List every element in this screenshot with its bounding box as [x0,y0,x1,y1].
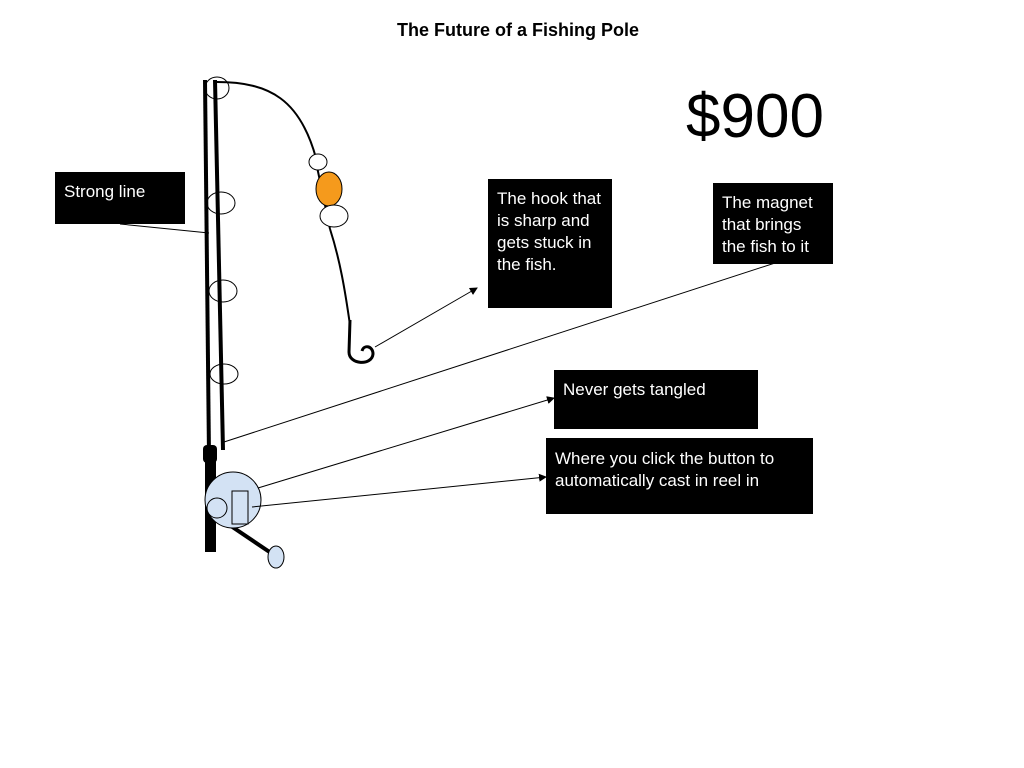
line-guides [204,76,239,385]
label-hook: The hook that is sharp and gets stuck in… [488,179,612,308]
reel [204,471,285,569]
line-guide-4 [209,363,239,385]
price-label: $900 [686,82,824,151]
line-guide-3 [208,279,238,303]
callout-lines [119,223,776,508]
bobber [308,153,349,228]
line-guide-1 [204,76,230,100]
pole-handle-grip [203,445,217,463]
callout-tangled [257,396,555,489]
label-never-tangled: Never gets tangled [554,370,758,429]
reel-knob [206,497,228,519]
slide-title: The Future of a Fishing Pole [396,20,639,40]
callout-strong-line [119,223,210,234]
label-strong-line: Strong line [55,172,185,224]
bobber-orange [315,171,343,207]
line-guide-2 [206,191,236,215]
callout-button [251,473,547,508]
callout-hook [374,287,478,348]
cast-button [231,490,249,525]
fishing-line [216,81,351,326]
callout-magnet [223,262,776,443]
crank-handle [267,545,285,569]
hook-icon [347,319,375,364]
label-magnet: The magnet that brings the fish to it [713,183,833,264]
label-cast-button: Where you click the button to automatica… [546,438,813,514]
